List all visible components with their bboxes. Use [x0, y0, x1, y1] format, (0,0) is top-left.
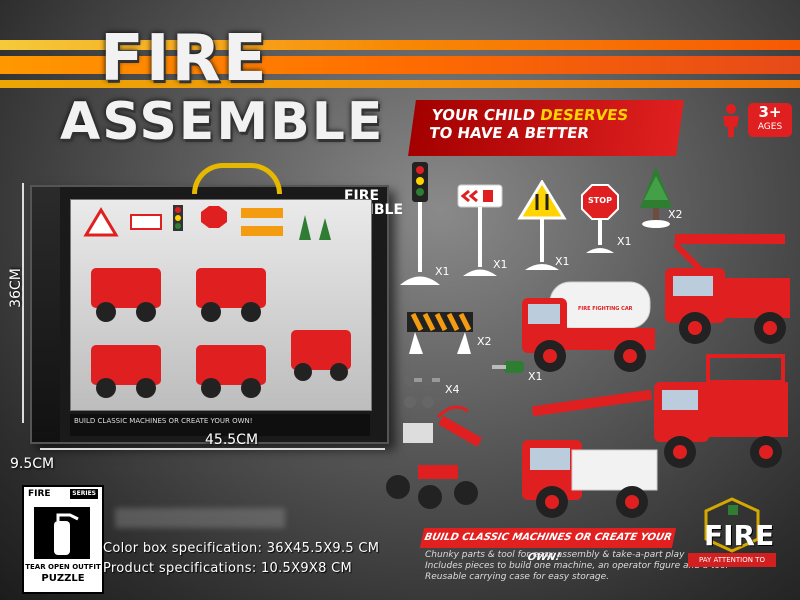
stop-sign-qty: X1	[617, 235, 632, 248]
stop-sign-label: STOP	[588, 196, 612, 205]
box-contents-illustration	[83, 205, 351, 398]
arrow-sign-icon	[457, 184, 503, 276]
width-dimension-line	[40, 448, 385, 450]
fire-logo: FIRE PAY ATTENTION TO	[688, 497, 776, 567]
traffic-light-icon	[400, 162, 440, 285]
barrier-icon	[407, 312, 473, 354]
box-window	[70, 199, 372, 411]
height-dimension: 36CM	[7, 268, 24, 308]
extinguisher-icon	[34, 507, 90, 559]
puzzle-title: FIRE	[28, 489, 51, 499]
box-side-panel	[32, 187, 60, 442]
description-line3: Reusable carrying case for easy storage.	[425, 572, 610, 582]
color-box-spec: Color box specification: 36X45.5X9.5 CM	[103, 541, 380, 556]
width-dimension: 45.5CM	[205, 432, 259, 448]
slogan-line2: TO HAVE A BETTER	[428, 124, 591, 142]
fire-extinguisher-icon	[704, 497, 760, 553]
puzzle-series: SERIES	[70, 489, 98, 499]
platform-truck-illustration	[654, 354, 788, 468]
build-banner: BUILD CLASSIC MACHINES OR CREATE YOUR OW…	[419, 528, 677, 563]
title-line1: FIRE	[100, 22, 269, 96]
description-line2: Includes pieces to build one machine, an…	[425, 561, 729, 571]
title-line2: ASSEMBLE	[60, 92, 385, 152]
product-description: Chunky parts & tool for easy assembly & …	[425, 550, 728, 583]
tanker-label: FIRE FIGHTING CAR	[578, 306, 633, 312]
crane-truck-illustration	[522, 390, 658, 518]
warning-sign-qty: X1	[555, 255, 570, 268]
warning-sign-icon	[517, 180, 567, 270]
stop-sign-icon	[581, 184, 619, 253]
depth-dimension: 9.5CM	[10, 456, 55, 472]
child-icon	[723, 104, 739, 137]
box-bottom-strip: BUILD CLASSIC MACHINES OR CREATE YOUR OW…	[70, 414, 370, 436]
slogan-highlight: DESERVES	[538, 106, 630, 124]
tree-qty: X2	[668, 208, 683, 221]
description-line1: Chunky parts & tool for easy assembly & …	[425, 550, 685, 560]
age-number: 3+	[758, 103, 782, 121]
screwdriver-icon	[492, 361, 524, 373]
custom-build-illustration	[386, 405, 483, 509]
fire-logo-sub: PAY ATTENTION TO	[688, 553, 776, 567]
header-stripes	[0, 40, 800, 110]
puzzle-footer1: TEAR OPEN OUTFIT	[25, 563, 101, 571]
arrow-sign-qty: X1	[493, 258, 508, 271]
age-label: AGES	[757, 122, 783, 132]
screws-qty: X4	[445, 383, 460, 396]
tree-icon	[640, 166, 672, 228]
box-handle	[192, 163, 282, 194]
product-box: FIRE ASSEMBLE BUILD CLASSIC MACHINES OR …	[30, 163, 403, 444]
age-badge: 3+ AGES	[718, 103, 792, 139]
puzzle-label: FIRE SERIES TEAR OPEN OUTFIT PUZZLE	[22, 485, 104, 594]
product-spec: Product specifications: 10.5X9X8 CM	[103, 561, 352, 576]
slogan-banner: YOUR CHILD DESERVES TO HAVE A BETTER	[408, 100, 684, 156]
puzzle-footer2: PUZZLE	[41, 573, 85, 584]
ladder-truck-illustration	[665, 234, 790, 344]
screws-icon	[404, 374, 440, 408]
tanker-truck-illustration	[522, 281, 655, 372]
slogan-part1: YOUR CHILD	[430, 106, 542, 124]
fire-logo-word: FIRE	[704, 519, 775, 552]
blurred-text	[115, 508, 285, 528]
barrier-qty: X2	[477, 335, 492, 348]
screwdriver-qty: X1	[528, 370, 543, 383]
traffic-light-qty: X1	[435, 265, 450, 278]
height-dimension-line	[22, 183, 24, 423]
